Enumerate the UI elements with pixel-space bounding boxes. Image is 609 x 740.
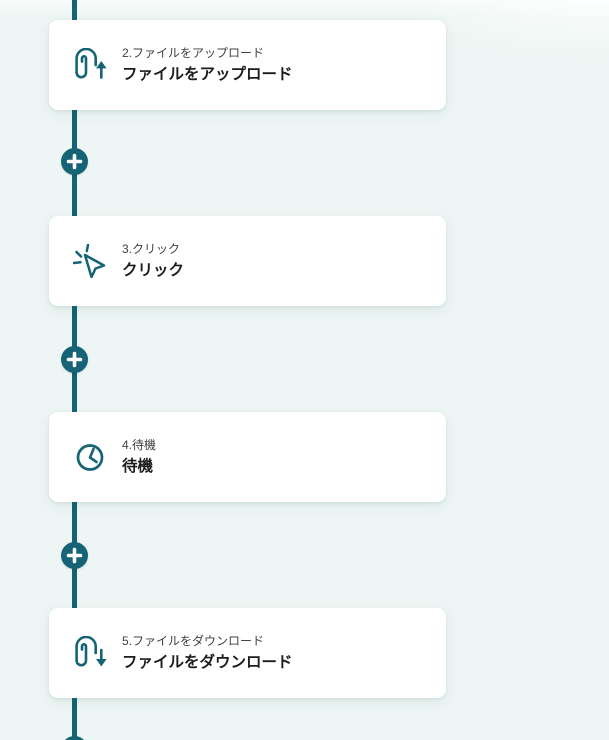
step-title: クリック (122, 262, 185, 279)
step-title: ファイルをアップロード (122, 66, 293, 83)
step-card-download[interactable]: 5.ファイルをダウンロード ファイルをダウンロード (49, 608, 446, 698)
step-card-click[interactable]: 3.クリック クリック (49, 216, 446, 306)
add-step-button[interactable] (61, 541, 88, 569)
upload-file-icon (73, 48, 107, 82)
step-title: ファイルをダウンロード (122, 654, 293, 671)
step-label: 5.ファイルをダウンロード (122, 634, 265, 648)
step-title: 待機 (122, 458, 154, 475)
step-label: 3.クリック (122, 242, 181, 256)
plus-icon (61, 736, 88, 740)
step-card-upload[interactable]: 2.ファイルをアップロード ファイルをアップロード (49, 20, 446, 110)
plus-icon (66, 351, 83, 367)
click-icon (73, 244, 107, 278)
add-step-button[interactable] (61, 345, 88, 373)
plus-icon (66, 153, 83, 169)
download-file-icon (73, 636, 107, 670)
step-card-wait[interactable]: 4.待機 待機 (49, 412, 446, 502)
clock-icon (73, 440, 107, 474)
add-step-button[interactable] (61, 147, 88, 175)
add-step-button[interactable] (61, 735, 88, 740)
step-label: 4.待機 (122, 438, 157, 452)
step-label: 2.ファイルをアップロード (122, 46, 265, 60)
plus-icon (66, 547, 83, 563)
